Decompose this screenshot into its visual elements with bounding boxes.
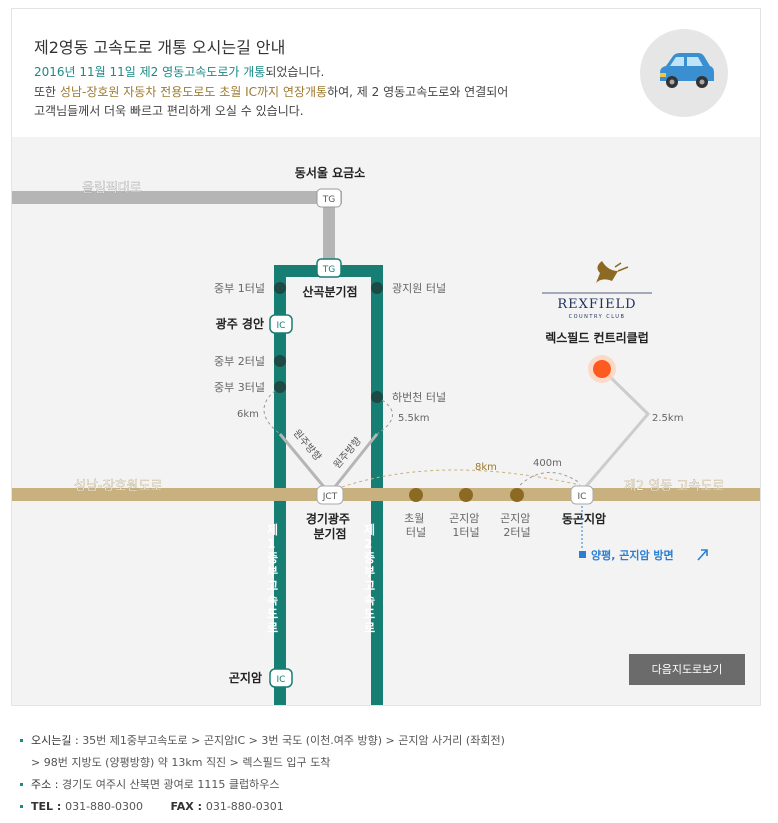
seongnam-road-label: 성남-장호원도로 xyxy=(74,479,162,494)
next-map-button[interactable]: 다음지도로보기 xyxy=(629,654,745,685)
rexfield-logo: REXFIELD COUNTRY CLUB xyxy=(542,261,652,320)
contact-info: TEL : 031-880-0300 FAX : 031-880-0301 xyxy=(20,799,505,821)
distance-label: 6km xyxy=(237,409,259,420)
route-info-cont: > 98번 지방도 (양평방향) 약 13km 직진 > 렉스필드 입구 도착 xyxy=(31,756,331,769)
page-title: 제2영동 고속도로 개통 오시는길 안내 xyxy=(34,38,286,57)
svg-text:JCT: JCT xyxy=(322,492,338,502)
gwangju-ic-label: 광주 경안 xyxy=(216,316,264,331)
car-icon xyxy=(640,29,728,117)
direction-destination: 양평, 곤지암 방면 xyxy=(591,548,674,562)
tg-label-top: TG xyxy=(322,195,335,205)
gonjiam2-label: 곤지암 2터널 xyxy=(500,512,534,539)
address-info: 주소 : 경기도 여주시 산북면 광여로 1115 클럽하우스 xyxy=(20,777,505,799)
direction-label: 원주방향 xyxy=(331,435,364,471)
tollgate-label: 동서울 요금소 xyxy=(295,165,365,180)
rexfield-name: 렉스필드 컨트리클럽 xyxy=(545,330,649,345)
tunnel-label: 중부 2터널 xyxy=(214,355,265,368)
svg-text:IC: IC xyxy=(277,675,286,685)
svg-text:IC: IC xyxy=(578,492,587,502)
sangok-label: 산곡분기점 xyxy=(302,284,357,299)
connector-road xyxy=(323,197,335,273)
direction-label: 원주방향 xyxy=(291,427,324,463)
gyeonggi-jct-label: 경기광주 분기점 xyxy=(306,511,354,541)
chowol-label: 초월 터널 xyxy=(404,512,428,539)
tunnel-label: 중부 3터널 xyxy=(214,381,265,394)
svg-text:COUNTRY CLUB: COUNTRY CLUB xyxy=(569,314,626,320)
dong-gonjiam-label: 동곤지암 xyxy=(562,511,606,526)
distance-label: 5.5km xyxy=(398,413,429,424)
distance-label: 8km xyxy=(475,462,497,473)
olympic-road xyxy=(12,191,342,204)
arrow-icon xyxy=(697,549,708,561)
directions-info: 오시는길 : 35번 제1중부고속도로 > 곤지암IC > 3번 국도 (이천.… xyxy=(20,733,505,821)
tg-label-mid: TG xyxy=(322,265,335,275)
header: 제2영동 고속도로 개통 오시는길 안내 2016년 11월 11일 제2 영동… xyxy=(12,9,760,137)
route-map: TG TG IC IC xyxy=(12,165,760,705)
notice-line: 고객님들께서 더욱 빠르고 편리하게 오실 수 있습니다. xyxy=(34,104,304,118)
rexfield-marker xyxy=(593,360,611,378)
notice-line: 2016년 11월 11일 제2 영동고속도로가 개통되었습니다. xyxy=(34,65,325,79)
route-info: 오시는길 : 35번 제1중부고속도로 > 곤지암IC > 3번 국도 (이천.… xyxy=(20,733,505,755)
gonjiam-ic-label: 곤지암 xyxy=(229,670,262,685)
yeongdong-road-label: 제2 영동 고속도로 xyxy=(624,479,724,494)
svg-text:REXFIELD: REXFIELD xyxy=(557,297,636,312)
map-panel: TG TG IC IC xyxy=(11,8,761,706)
distance-label: 2.5km xyxy=(652,413,683,424)
tunnel-label: 광지원 터널 xyxy=(392,282,446,295)
tunnel-label: 중부 1터널 xyxy=(214,282,265,295)
olympic-road-label: 올림픽대로 xyxy=(82,181,142,196)
svg-text:IC: IC xyxy=(277,321,286,331)
notice-line: 또한 성남-장호원 자동차 전용도로도 초월 IC까지 연장개통하여, 제 2 … xyxy=(34,85,509,99)
gonjiam1-label: 곤지암 1터널 xyxy=(449,512,483,539)
distance-label: 400m xyxy=(533,458,562,469)
tunnel-label: 하번천 터널 xyxy=(392,390,446,404)
